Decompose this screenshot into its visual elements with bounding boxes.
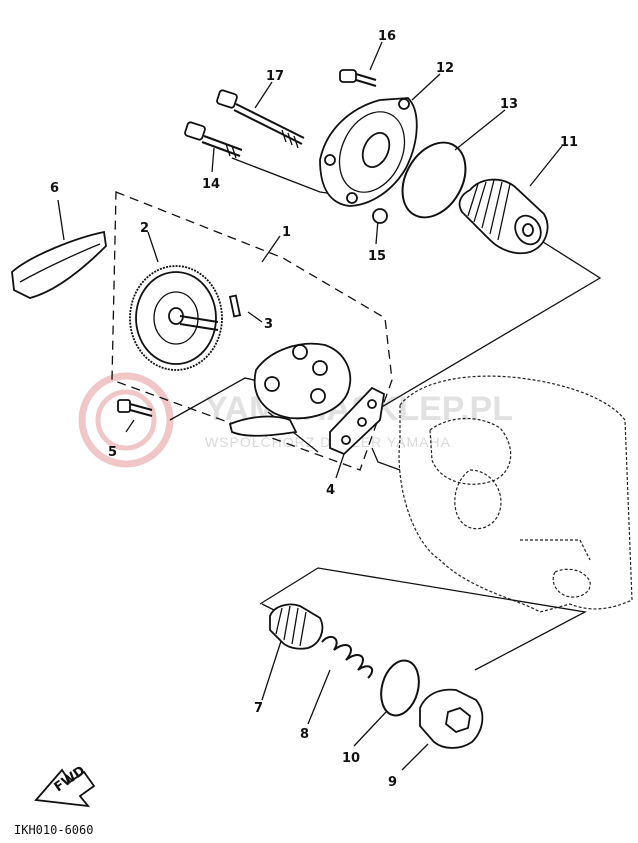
crankcase-outline (398, 375, 633, 613)
callout-5: 5 (108, 445, 117, 460)
callout-2: 2 (140, 221, 149, 236)
part-11-oil-filter[interactable] (458, 178, 549, 255)
part-13-o-ring[interactable] (390, 131, 478, 228)
part-1-oil-pump[interactable] (228, 342, 352, 437)
callout-labels: 1 2 3 4 5 6 7 8 9 10 11 12 13 14 15 16 1… (50, 29, 578, 790)
part-2-gear[interactable] (129, 265, 242, 371)
part-6-cover[interactable] (11, 230, 107, 299)
callout-1: 1 (282, 225, 291, 240)
callout-14: 14 (202, 177, 220, 192)
part-10-o-ring[interactable] (375, 656, 424, 719)
callout-16: 16 (378, 29, 396, 44)
part-16-bolt[interactable] (339, 69, 377, 87)
watermark-logo-icon (78, 372, 174, 468)
watermark-sub: WSPÓŁCHORZ DEALER YAMAHA (205, 434, 451, 450)
callout-7: 7 (254, 701, 263, 716)
part-9-drain-plug[interactable] (419, 688, 484, 749)
callout-13: 13 (500, 97, 518, 112)
callout-3: 3 (264, 317, 273, 332)
part-7-strainer[interactable] (269, 603, 324, 650)
part-5-screw[interactable] (117, 399, 153, 417)
callout-10: 10 (342, 751, 360, 766)
callout-12: 12 (436, 61, 454, 76)
part-15-o-ring[interactable] (372, 208, 388, 224)
part-12-filter-cover[interactable] (319, 97, 418, 207)
callout-17: 17 (266, 69, 284, 84)
callout-4: 4 (326, 483, 335, 498)
callout-8: 8 (300, 727, 309, 742)
callout-6: 6 (50, 181, 59, 196)
callout-11: 11 (560, 135, 578, 150)
assembly-boundary (111, 191, 393, 471)
fwd-arrow-icon: FWD (34, 763, 96, 808)
callout-15: 15 (368, 249, 386, 264)
part-8-spring[interactable] (321, 635, 374, 679)
part-14-bolt[interactable] (184, 121, 243, 159)
part-17-bolt[interactable] (216, 89, 305, 149)
diagram-code: IKH010-6060 (14, 823, 93, 837)
part-4-gasket[interactable] (329, 386, 385, 456)
callout-9: 9 (388, 775, 397, 790)
